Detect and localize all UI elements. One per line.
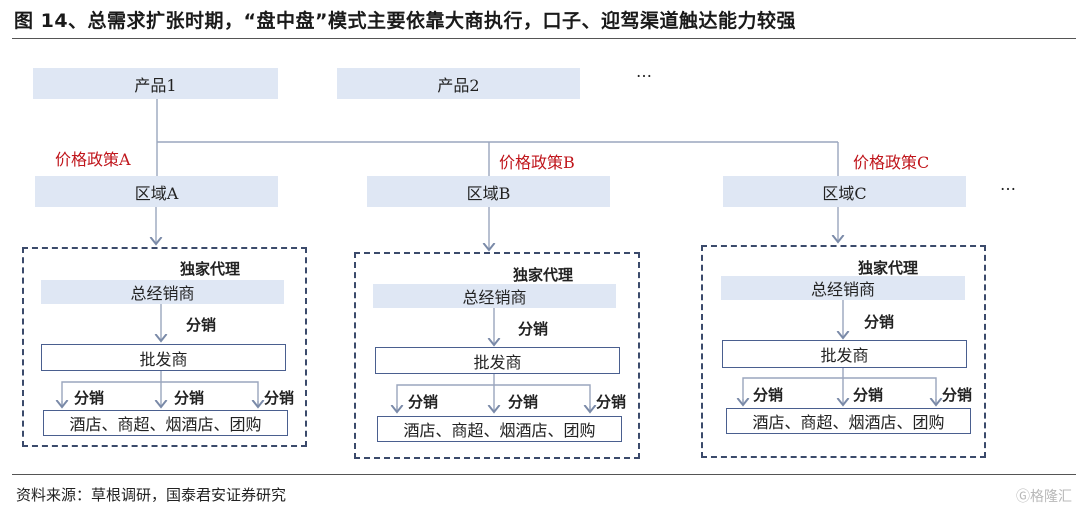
retail-box-c: 酒店、商超、烟酒店、团购 — [726, 408, 971, 434]
watermark-logo-icon: Ⓖ — [1016, 489, 1030, 505]
policy-c: 价格政策C — [853, 153, 930, 172]
retail-box-a: 酒店、商超、烟酒店、团购 — [43, 410, 288, 436]
region-c-box: 区域C — [723, 176, 966, 207]
fan-c — [742, 377, 937, 405]
watermark-text: 格隆汇 — [1030, 489, 1072, 505]
region-a-box: 区域A — [35, 176, 278, 207]
policy-a: 价格政策A — [55, 150, 131, 169]
distribution-right-c: 分销 — [942, 386, 973, 404]
footer-rule — [12, 474, 1076, 475]
general-distributor-b: 总经销商 — [373, 284, 616, 308]
general-distributor-a: 总经销商 — [41, 280, 284, 304]
distribution-label-b: 分销 — [518, 320, 549, 338]
region-b-box: 区域B — [367, 176, 610, 207]
distribution-right-a: 分销 — [264, 389, 295, 407]
distribution-group-c — [701, 245, 986, 458]
distribution-label-c: 分销 — [864, 313, 895, 331]
distribution-mid-b: 分销 — [508, 393, 539, 411]
watermark: Ⓖ格隆汇 — [1016, 486, 1072, 506]
regions-ellipsis: … — [1000, 175, 1017, 194]
distribution-mid-c: 分销 — [853, 386, 884, 404]
exclusive-agent-label-c: 独家代理 — [858, 259, 919, 277]
distribution-group-b — [354, 252, 640, 459]
fan-b — [396, 384, 591, 412]
exclusive-agent-label-a: 独家代理 — [180, 260, 241, 278]
figure-title: 图 14、总需求扩张时期，“盘中盘”模式主要依靠大商执行，口子、迎驾渠道触达能力… — [14, 10, 797, 32]
retail-box-b: 酒店、商超、烟酒店、团购 — [377, 416, 622, 442]
product-2-box: 产品2 — [337, 68, 580, 99]
wholesaler-box-a: 批发商 — [41, 344, 286, 371]
distribution-left-c: 分销 — [753, 386, 784, 404]
distribution-mid-a: 分销 — [174, 389, 205, 407]
title-rule — [12, 38, 1076, 39]
product-1-box: 产品1 — [33, 68, 278, 99]
distribution-label-a: 分销 — [186, 316, 217, 334]
distribution-left-b: 分销 — [408, 393, 439, 411]
policy-b: 价格政策B — [499, 153, 575, 172]
source-note: 资料来源：草根调研，国泰君安证券研究 — [16, 486, 287, 504]
exclusive-agent-label-b: 独家代理 — [513, 266, 574, 284]
distribution-left-a: 分销 — [74, 389, 105, 407]
wholesaler-box-c: 批发商 — [722, 340, 967, 368]
distribution-group-a — [22, 247, 307, 447]
fan-a — [61, 381, 259, 407]
products-ellipsis: … — [636, 62, 653, 81]
general-distributor-c: 总经销商 — [721, 276, 965, 300]
distribution-right-b: 分销 — [596, 393, 627, 411]
wholesaler-box-b: 批发商 — [375, 347, 620, 374]
